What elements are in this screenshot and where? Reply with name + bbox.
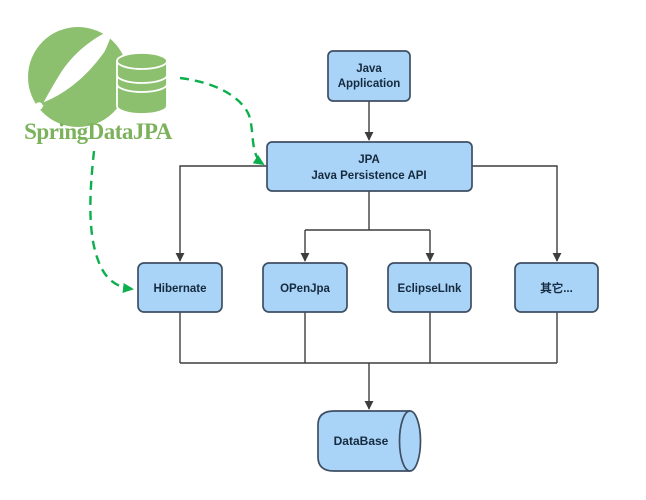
connector-jpa-to-hibernate [175,165,267,262]
db-icon-stripe [116,74,168,84]
node-openjpa: OPenJpa [262,262,348,313]
logo-title: SpringDataJPA [24,119,173,144]
node-hibernate: Hibernate [137,262,223,313]
db-icon-body [116,60,168,115]
java-application-label-line1: Java [356,63,382,75]
database-label: DataBase [334,434,389,448]
leaf-stem-dot-icon [35,102,43,110]
spring-arrow-to-hibernate [89,150,134,293]
node-jpa: JPA Java Persistence API [266,141,473,192]
db-icon-stripe [116,83,168,93]
hibernate-box [137,262,223,313]
jpa-label-line2: Java Persistence API [311,170,426,182]
hibernate-label: Hibernate [153,283,206,295]
openjpa-box [262,262,348,313]
node-database: DataBase [317,410,422,472]
others-label: 其它... [540,281,573,295]
node-java-application: Java Application [327,50,411,102]
openjpa-label: OPenJpa [280,283,330,295]
eclipselink-label: EclipseLInk [398,283,463,295]
connector-jpa-to-others [472,165,562,262]
spring-arrows [89,76,265,293]
database-cylinder-icon [116,52,168,115]
java-application-box [327,50,411,102]
jpa-label-line1: JPA [358,154,380,166]
connectors [175,101,562,410]
java-application-label-line2: Application [338,78,401,90]
database-cylinder-cap [398,410,422,472]
others-box [514,262,599,313]
eclipselink-box [387,262,472,313]
leaf-vein-icon [42,52,107,106]
leaf-blade-icon [41,29,113,107]
jpa-box [266,141,473,192]
node-eclipselink: EclipseLInk [387,262,472,313]
spring-arrow-to-jpa [179,76,265,166]
springdatajpa-logo: SpringDataJPA [24,27,173,144]
db-icon-top [116,52,168,70]
database-cylinder-body [317,410,410,472]
node-others: 其它... [514,262,599,313]
